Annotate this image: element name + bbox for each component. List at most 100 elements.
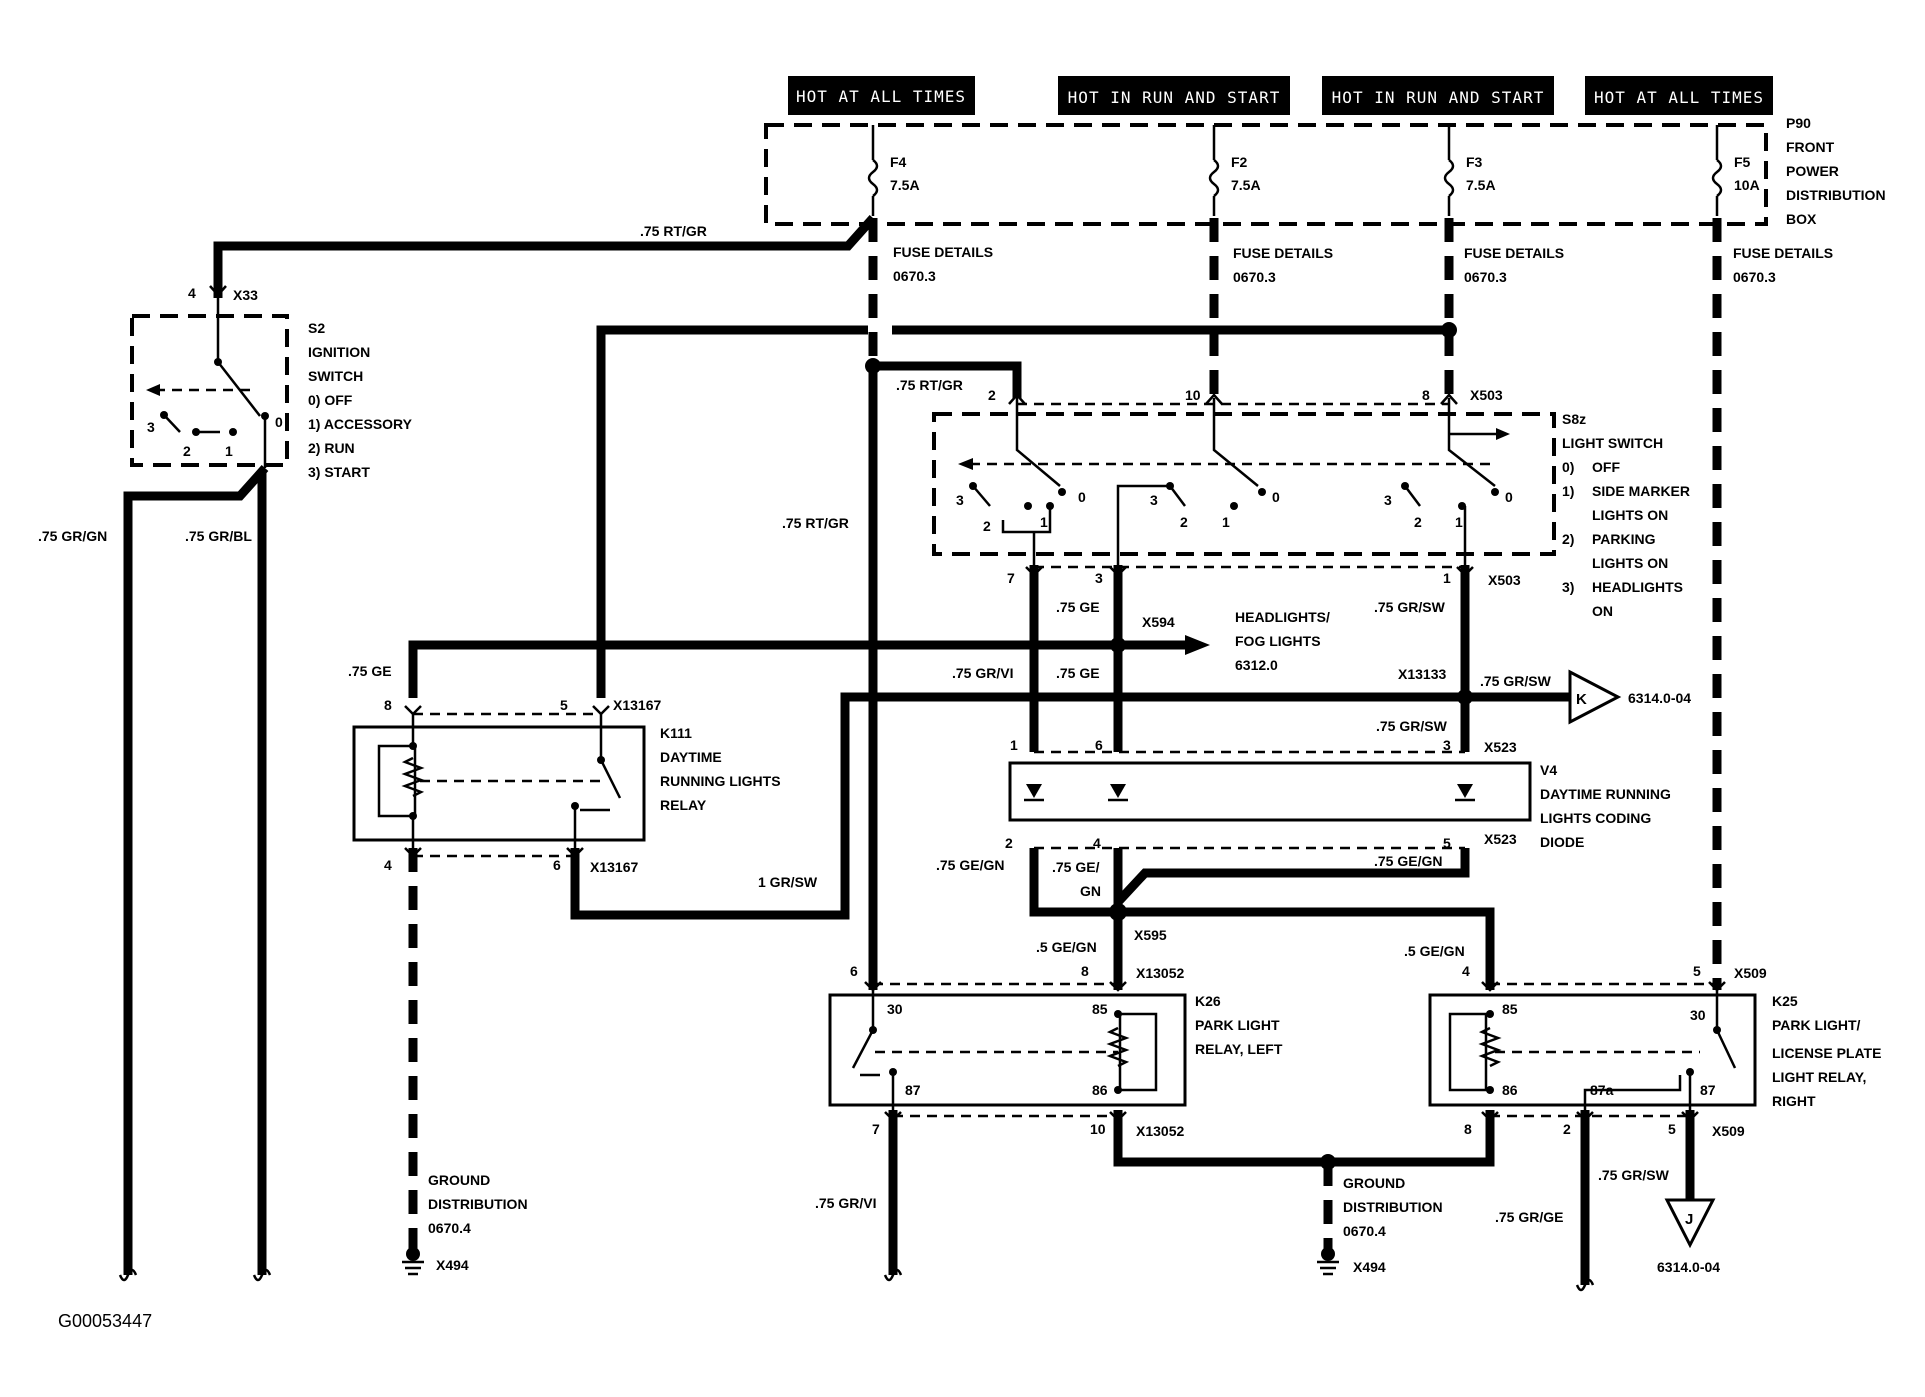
svg-text:DAYTIME: DAYTIME: [660, 749, 722, 765]
svg-text:10A: 10A: [1734, 177, 1760, 193]
svg-text:X13167: X13167: [590, 859, 638, 875]
svg-text:.75 GE/GN: .75 GE/GN: [936, 857, 1004, 873]
svg-text:LIGHT SWITCH: LIGHT SWITCH: [1562, 435, 1663, 451]
svg-text:.75 GR/BL: .75 GR/BL: [185, 528, 252, 544]
distribution-box-outline: [764, 123, 1768, 226]
svg-text:X13133: X13133: [1398, 666, 1446, 682]
svg-text:X503: X503: [1488, 572, 1521, 588]
svg-text:.75 RT/GR: .75 RT/GR: [896, 377, 963, 393]
svg-text:7: 7: [1007, 570, 1015, 586]
svg-text:HEADLIGHTS/: HEADLIGHTS/: [1235, 609, 1330, 625]
fuse-details-f4: FUSE DETAILS 0670.3: [893, 244, 993, 284]
svg-text:5: 5: [1693, 963, 1701, 979]
fuse-details-f2: FUSE DETAILS 0670.3: [1233, 245, 1333, 285]
svg-text:3: 3: [1384, 492, 1392, 508]
svg-text:X594: X594: [1142, 614, 1175, 630]
svg-text:5: 5: [1443, 835, 1451, 851]
ground-left: GROUND DISTRIBUTION 0670.4 X494: [402, 1172, 528, 1276]
svg-text:10: 10: [1090, 1121, 1106, 1137]
svg-text:PARK LIGHT/: PARK LIGHT/: [1772, 1017, 1861, 1033]
svg-text:.75 GE/: .75 GE/: [1052, 859, 1100, 875]
fuse-f4: F4 7.5A: [867, 125, 920, 216]
fuse-details-f3: FUSE DETAILS 0670.3: [1464, 245, 1564, 285]
svg-text:PARK LIGHT: PARK LIGHT: [1195, 1017, 1280, 1033]
svg-text:7.5A: 7.5A: [1231, 177, 1261, 193]
svg-text:8: 8: [1464, 1121, 1472, 1137]
junction-dots: [865, 322, 1473, 1170]
svg-text:87a: 87a: [1590, 1082, 1614, 1098]
svg-text:.75 RT/GR: .75 RT/GR: [640, 223, 707, 239]
svg-text:K25: K25: [1772, 993, 1798, 1009]
offpage-connector-k: K 6314.0-04: [1568, 669, 1691, 725]
svg-text:FUSE DETAILS: FUSE DETAILS: [1233, 245, 1333, 261]
svg-text:K: K: [1576, 691, 1587, 708]
svg-text:SIDE MARKER: SIDE MARKER: [1592, 483, 1690, 499]
svg-text:.75 GE: .75 GE: [1056, 599, 1100, 615]
diode-v4: 1 6 3 X523 2 4 5 X523 V4 DAYTIME RUNNING…: [1005, 737, 1671, 851]
svg-text:.5 GE/GN: .5 GE/GN: [1404, 943, 1465, 959]
svg-text:6: 6: [553, 857, 561, 873]
svg-text:2: 2: [1005, 835, 1013, 851]
distribution-box-line2: POWER: [1786, 163, 1839, 179]
wire-break-marks: [118, 1268, 1595, 1292]
fuse-f2: F2 7.5A: [1208, 125, 1261, 216]
svg-text:4: 4: [1093, 835, 1101, 851]
svg-text:3: 3: [1150, 492, 1158, 508]
svg-text:LIGHTS ON: LIGHTS ON: [1592, 555, 1668, 571]
svg-text:8: 8: [384, 697, 392, 713]
svg-text:DISTRIBUTION: DISTRIBUTION: [428, 1196, 528, 1212]
svg-text:2): 2): [1562, 531, 1574, 547]
svg-text:X595: X595: [1134, 927, 1167, 943]
svg-text:K111: K111: [660, 725, 692, 741]
svg-text:2: 2: [1414, 514, 1422, 530]
svg-text:V4: V4: [1540, 762, 1557, 778]
svg-text:.75 GE: .75 GE: [1056, 665, 1100, 681]
svg-text:X494: X494: [1353, 1259, 1386, 1275]
svg-text:0670.4: 0670.4: [1343, 1223, 1386, 1239]
svg-text:0: 0: [1272, 489, 1280, 505]
svg-text:1) ACCESSORY: 1) ACCESSORY: [308, 416, 413, 432]
svg-text:8: 8: [1081, 963, 1089, 979]
svg-text:86: 86: [1502, 1082, 1518, 1098]
hot-label-f3: HOT IN RUN AND START: [1322, 76, 1554, 115]
svg-text:X13052: X13052: [1136, 965, 1184, 981]
ignition-switch: 3 2 1 0 4 X33 S2 IGNITION SWITCH 0) OFF …: [130, 285, 413, 480]
svg-text:8: 8: [1422, 387, 1430, 403]
svg-text:OFF: OFF: [1592, 459, 1620, 475]
svg-text:2: 2: [1180, 514, 1188, 530]
svg-text:.75 GE: .75 GE: [348, 663, 392, 679]
svg-text:6314.0-04: 6314.0-04: [1657, 1259, 1720, 1275]
svg-text:DISTRIBUTION: DISTRIBUTION: [1343, 1199, 1443, 1215]
svg-text:3: 3: [956, 492, 964, 508]
svg-text:PARKING: PARKING: [1592, 531, 1656, 547]
svg-text:RUNNING LIGHTS: RUNNING LIGHTS: [660, 773, 781, 789]
svg-text:HOT IN RUN AND START: HOT IN RUN AND START: [1332, 88, 1545, 107]
svg-text:X523: X523: [1484, 831, 1517, 847]
svg-text:5: 5: [560, 697, 568, 713]
relay-k26: 6 8 X13052 7 10 X13052 30 85 87 86 K26 P…: [828, 963, 1283, 1139]
svg-text:30: 30: [887, 1001, 903, 1017]
svg-text:F4: F4: [890, 154, 907, 170]
distribution-box-line3: DISTRIBUTION: [1786, 187, 1886, 203]
svg-text:.75 GE/GN: .75 GE/GN: [1374, 853, 1442, 869]
svg-text:1: 1: [1443, 570, 1451, 586]
svg-text:.75 GR/GN: .75 GR/GN: [38, 528, 107, 544]
svg-text:3): 3): [1562, 579, 1574, 595]
distribution-box-line4: BOX: [1786, 211, 1817, 227]
svg-text:85: 85: [1092, 1001, 1108, 1017]
svg-text:3) START: 3) START: [308, 464, 370, 480]
hot-label-f2: HOT IN RUN AND START: [1058, 76, 1290, 115]
svg-text:85: 85: [1502, 1001, 1518, 1017]
svg-text:30: 30: [1690, 1007, 1706, 1023]
svg-text:RELAY, LEFT: RELAY, LEFT: [1195, 1041, 1283, 1057]
headlights-ref: HEADLIGHTS/ FOG LIGHTS 6312.0: [1235, 609, 1330, 673]
svg-text:0: 0: [1078, 489, 1086, 505]
light-switch: 3 2 1 0 3 2 1 0 3 2 1 0 2 10 8 X503: [932, 387, 1690, 619]
svg-text:X503: X503: [1470, 387, 1503, 403]
hot-label-f4: HOT AT ALL TIMES: [788, 76, 975, 115]
relay-k25: 4 5 X509 8 2 5 X509 85 30 86 87a 87 K25 …: [1428, 963, 1881, 1139]
svg-text:0: 0: [1505, 489, 1513, 505]
svg-text:87: 87: [1700, 1082, 1716, 1098]
wire-labels: .75 RT/GR .75 RT/GR .75 RT/GR .75 GR/GN …: [38, 223, 1670, 1225]
